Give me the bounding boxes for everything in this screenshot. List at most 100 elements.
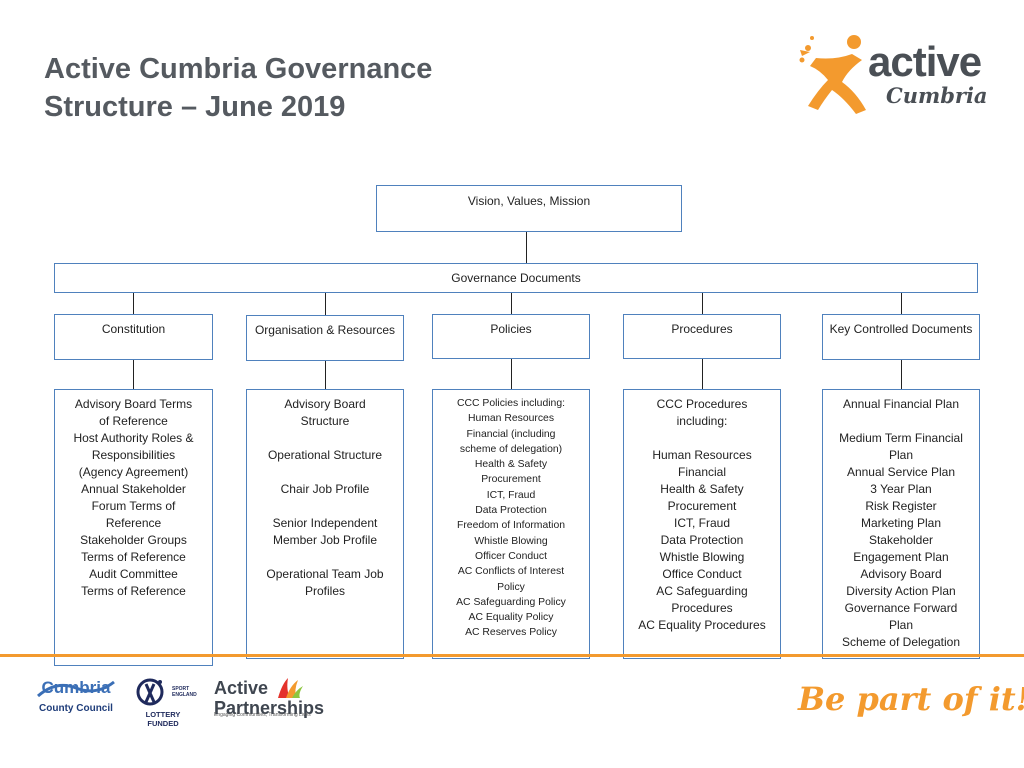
active-cumbria-logo: active Cumbria xyxy=(796,30,988,116)
blank-line xyxy=(624,430,780,447)
category-key-controlled-documents: Key Controlled Documents xyxy=(822,314,980,360)
detail-line: Stakeholder xyxy=(868,533,934,547)
active-partnerships-logo: Active Partnerships Engaging Communities… xyxy=(214,678,324,722)
detail-line: AC Safeguarding xyxy=(656,584,748,598)
county-council-name: Cumbria xyxy=(41,678,111,697)
detail-line: ICT, Fraud xyxy=(486,489,536,501)
connector-constitution xyxy=(133,293,134,315)
page-title-line-2: Structure – June 2019 xyxy=(44,91,346,123)
detail-line: CCC Policies including: xyxy=(457,398,565,409)
connector-organisation-detail xyxy=(325,361,326,389)
lottery-crossed-fingers-icon xyxy=(136,678,164,706)
detail-line: Health & Safety xyxy=(660,482,744,496)
detail-line: Terms of Reference xyxy=(81,550,186,564)
detail-line: AC Conflicts of Interest xyxy=(457,566,565,578)
lottery-funded-logo: SPORT ENGLAND LOTTERY FUNDED xyxy=(132,676,202,728)
detail-line: (Agency Agreement) xyxy=(78,465,189,479)
detail-line: Risk Register xyxy=(865,499,937,513)
active-partnerships-name: Active Partnerships xyxy=(214,678,324,718)
detail-line: Advisory Board xyxy=(284,397,366,411)
detail-line: Whistle Blowing xyxy=(659,550,745,564)
county-council-sub: County Council xyxy=(39,703,113,714)
connector-key-controlled-detail xyxy=(901,360,902,389)
lottery-funded-label: LOTTERY FUNDED xyxy=(145,710,181,728)
detail-line: ICT, Fraud xyxy=(673,516,730,530)
category-label: Procedures xyxy=(671,322,733,336)
active-logo-sub: Cumbria xyxy=(886,83,988,108)
detail-line: Health & Safety xyxy=(474,459,548,471)
connector-key-controlled xyxy=(901,293,902,315)
category-label: Key Controlled Documents xyxy=(829,322,973,336)
detail-line: Whistle Blowing xyxy=(474,535,548,547)
detail-line: 3 Year Plan xyxy=(870,482,932,496)
connector-policies xyxy=(511,293,512,315)
detail-line: of Reference xyxy=(99,414,168,428)
governance-documents-label: Governance Documents xyxy=(451,271,581,285)
cumbria-county-council-logo: Cumbria County Council xyxy=(36,676,116,720)
detail-line: Reference xyxy=(105,516,162,530)
detail-line: AC Safeguarding Policy xyxy=(456,596,566,608)
blank-line xyxy=(247,464,403,481)
detail-line: Profiles xyxy=(304,584,345,598)
category-label: Policies xyxy=(490,322,532,336)
connector-constitution-detail xyxy=(133,360,134,389)
detail-line: Data Protection xyxy=(660,533,744,547)
connector-top xyxy=(526,232,527,264)
detail-line: Plan xyxy=(888,618,914,632)
detail-line: Annual Service Plan xyxy=(846,465,956,479)
detail-line: Procurement xyxy=(667,499,737,513)
connector-policies-detail xyxy=(511,359,512,389)
detail-line: Human Resources xyxy=(652,448,752,462)
detail-line: Structure xyxy=(300,414,350,428)
detail-line: Medium Term Financial xyxy=(839,431,963,445)
detail-line: Data Protection xyxy=(475,505,547,517)
detail-line: Operational Team Job xyxy=(266,567,384,581)
active-partnerships-line-2: Partnerships xyxy=(214,698,325,718)
vision-values-mission-label: Vision, Values, Mission xyxy=(467,194,591,208)
detail-line: Procurement xyxy=(481,474,541,486)
detail-line: scheme of delegation) xyxy=(459,443,563,455)
detail-line: Advisory Board xyxy=(860,567,942,581)
detail-line: Governance Forward xyxy=(844,601,958,615)
detail-line: Financial xyxy=(677,465,727,479)
active-partnerships-line-1: Active xyxy=(214,678,269,698)
detail-line: including: xyxy=(676,414,728,428)
category-policies: Policies xyxy=(432,314,590,359)
detail-line: Audit Committee xyxy=(89,567,178,581)
detail-line: Marketing Plan xyxy=(860,516,942,530)
detail-line: AC Equality Policy xyxy=(468,612,554,624)
detail-line: Stakeholder Groups xyxy=(80,533,187,547)
blank-line xyxy=(823,413,979,430)
detail-line: Host Authority Roles & xyxy=(73,431,194,445)
detail-line: Freedom of Information xyxy=(457,520,565,532)
detail-line: Financial (including xyxy=(466,428,556,440)
be-part-of-it-slogan: Be part of it! xyxy=(798,680,1024,718)
active-logo-word: active xyxy=(868,38,982,85)
detail-line: Engagement Plan xyxy=(853,550,949,564)
detail-line: Forum Terms of xyxy=(91,499,176,513)
detail-line: Senior Independent xyxy=(272,516,378,530)
detail-line: Procedures xyxy=(671,601,733,615)
detail-line: Diversity Action Plan xyxy=(846,584,956,598)
page-title: Active Cumbria Governance Structure – Ju… xyxy=(44,50,432,126)
blank-line xyxy=(247,498,403,515)
detail-line: Human Resources xyxy=(467,413,555,425)
detail-line: Terms of Reference xyxy=(81,584,186,598)
detail-line: Annual Stakeholder xyxy=(81,482,186,496)
connector-procedures-detail xyxy=(702,359,703,389)
detail-line: Operational Structure xyxy=(267,448,383,462)
governance-documents-box: Governance Documents xyxy=(54,263,978,293)
blank-line xyxy=(247,549,403,566)
category-label: Constitution xyxy=(101,322,166,336)
detail-line: Chair Job Profile xyxy=(280,482,370,496)
detail-line: Scheme of Delegation xyxy=(841,635,961,649)
detail-line: Annual Financial Plan xyxy=(842,397,960,411)
detail-line: Member Job Profile xyxy=(272,533,378,547)
detail-line: Policy xyxy=(497,581,525,593)
footer-divider xyxy=(0,654,1024,657)
connector-organisation xyxy=(325,293,326,315)
